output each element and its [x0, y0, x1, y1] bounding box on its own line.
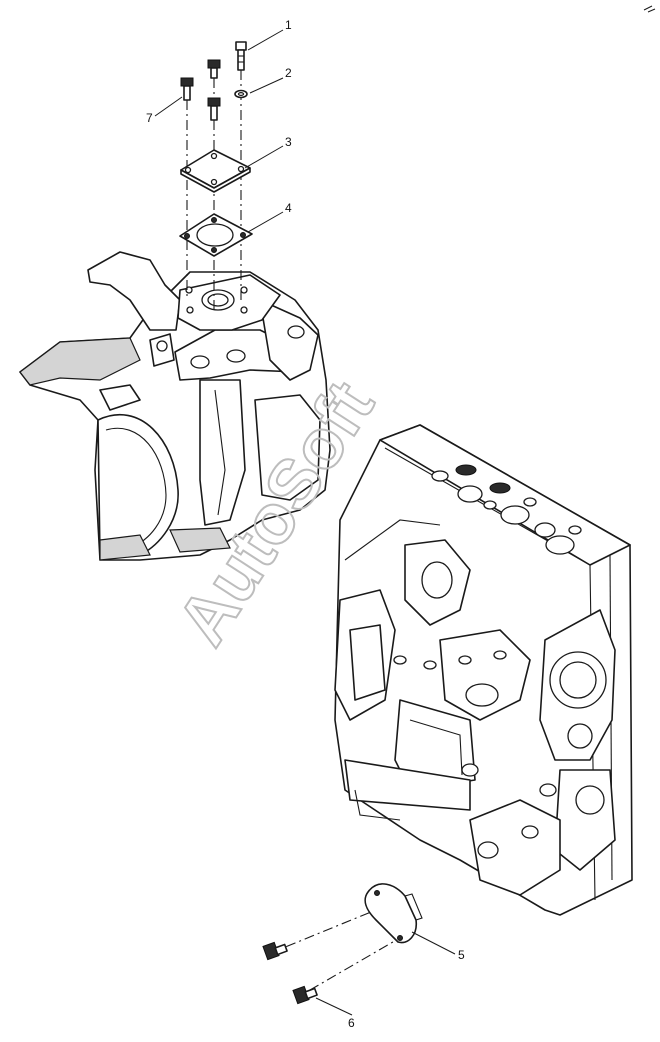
corner-mark	[643, 5, 656, 13]
callout-2: 2	[285, 66, 292, 80]
part-1-bolt	[235, 41, 247, 71]
part-5-cover	[364, 883, 423, 944]
part-4-gasket	[179, 213, 253, 257]
bolt-lower-center	[207, 97, 221, 121]
callout-5: 5	[458, 948, 465, 962]
leader-lines	[154, 29, 456, 1016]
cylinder-block	[334, 424, 633, 916]
flywheel-housing	[19, 251, 331, 561]
callout-1: 1	[285, 18, 292, 32]
part-6-bolt	[292, 985, 318, 1005]
callout-6: 6	[348, 1016, 355, 1030]
bolt-cover-upper	[262, 941, 288, 961]
part-3-cover-plate	[180, 149, 251, 193]
callout-3: 3	[285, 135, 292, 149]
callout-7: 7	[146, 111, 153, 125]
part-7-bolt	[180, 77, 194, 101]
callout-4: 4	[285, 201, 292, 215]
callout-numbers: 1 2 3 4 5 6 7	[146, 18, 465, 1030]
bolt-upper-center	[207, 59, 221, 79]
part-2-washer	[234, 89, 248, 99]
